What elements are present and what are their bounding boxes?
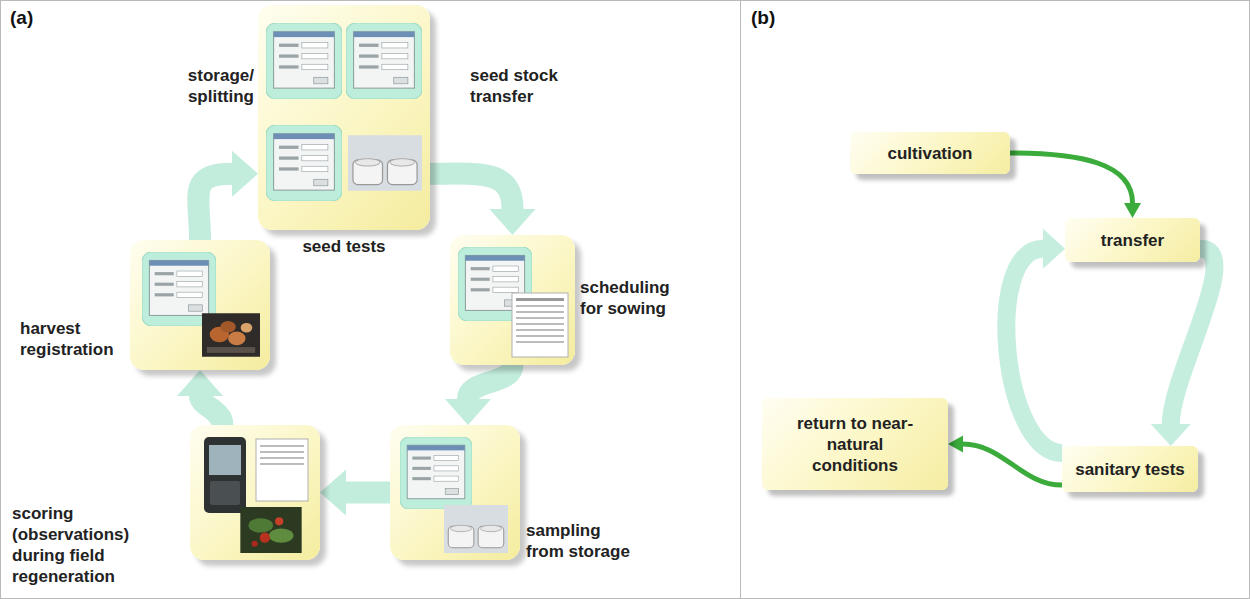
screenshot-thumbnails <box>130 240 270 370</box>
label-holder: seed stock transfer <box>470 65 582 107</box>
arrow-shaft <box>346 482 390 504</box>
arrow-shaft <box>198 174 232 240</box>
label-holder: harvest registration <box>20 318 126 360</box>
arrow-head <box>232 151 258 197</box>
label-holder: scheduling for sowing <box>580 277 688 319</box>
arrow-head <box>320 470 346 516</box>
cycle-arrow <box>1006 229 1065 453</box>
cycle-arrow <box>198 151 258 240</box>
cycle-arrow <box>445 365 513 425</box>
flow-arrow <box>948 436 1062 486</box>
step-label: seed tests <box>258 236 430 257</box>
arrow-shaft <box>1010 153 1133 203</box>
label-holder: seed tests <box>258 236 430 257</box>
step-tile: sampling from storage <box>390 425 520 560</box>
step-tile: storage/ splittingseed stock transfersee… <box>258 5 430 230</box>
step-label: scoring (observations) during field rege… <box>12 503 164 587</box>
text-wrap: return to near-natural conditions <box>793 413 917 476</box>
step-tile: scoring (observations) during field rege… <box>190 425 320 560</box>
step-tile: harvest registration <box>130 240 270 370</box>
cycle-arrow <box>1151 249 1215 446</box>
process-box: transfer <box>1065 218 1200 262</box>
step-label: harvest registration <box>20 318 126 360</box>
arrow-head <box>445 399 491 425</box>
arrow-head <box>948 436 963 453</box>
panel-divider <box>740 0 741 599</box>
cycle-arrow <box>320 470 390 516</box>
arrow-head <box>490 209 536 235</box>
step-label: storage/ splitting <box>176 65 254 107</box>
cycle-arrow <box>430 174 536 235</box>
process-box: return to near-natural conditions <box>762 398 948 490</box>
process-box: cultivation <box>850 132 1010 174</box>
box-label: transfer <box>1101 230 1164 251</box>
screenshot-thumbnails <box>390 425 520 560</box>
label-holder: scoring (observations) during field rege… <box>12 503 164 587</box>
screenshot-thumbnails <box>450 235 575 365</box>
box-label: sanitary tests <box>1075 459 1185 480</box>
panel-label: (b) <box>751 7 775 29</box>
arrow-shaft <box>468 365 513 399</box>
step-label: sampling from storage <box>526 520 640 562</box>
arrow-shaft <box>430 174 513 209</box>
arrow-shaft <box>963 444 1062 485</box>
arrow-shaft <box>200 396 223 425</box>
step-label: scheduling for sowing <box>580 277 688 319</box>
cycle-arrow <box>177 370 223 425</box>
text-wrap: transfer <box>1101 230 1164 251</box>
process-box: sanitary tests <box>1062 446 1198 492</box>
device-thumbnails <box>190 425 320 560</box>
arrow-shaft <box>1006 249 1062 453</box>
flow-arrow <box>1010 153 1141 218</box>
arrow-head <box>1124 203 1141 218</box>
arrow-shaft <box>1171 249 1215 424</box>
step-tile: scheduling for sowing <box>450 235 575 365</box>
box-label: cultivation <box>887 143 972 164</box>
arrow-head <box>177 370 223 396</box>
text-wrap: sanitary tests <box>1075 459 1185 480</box>
screenshot-thumbnails <box>258 5 430 230</box>
arrow-head <box>1043 229 1065 269</box>
label-holder: sampling from storage <box>526 520 640 562</box>
text-wrap: cultivation <box>887 143 972 164</box>
arrow-head <box>1151 424 1191 446</box>
label-holder: storage/ splitting <box>176 65 254 107</box>
box-label: return to near-natural conditions <box>793 413 917 476</box>
step-label: seed stock transfer <box>470 65 582 107</box>
panel-label: (a) <box>10 7 33 29</box>
